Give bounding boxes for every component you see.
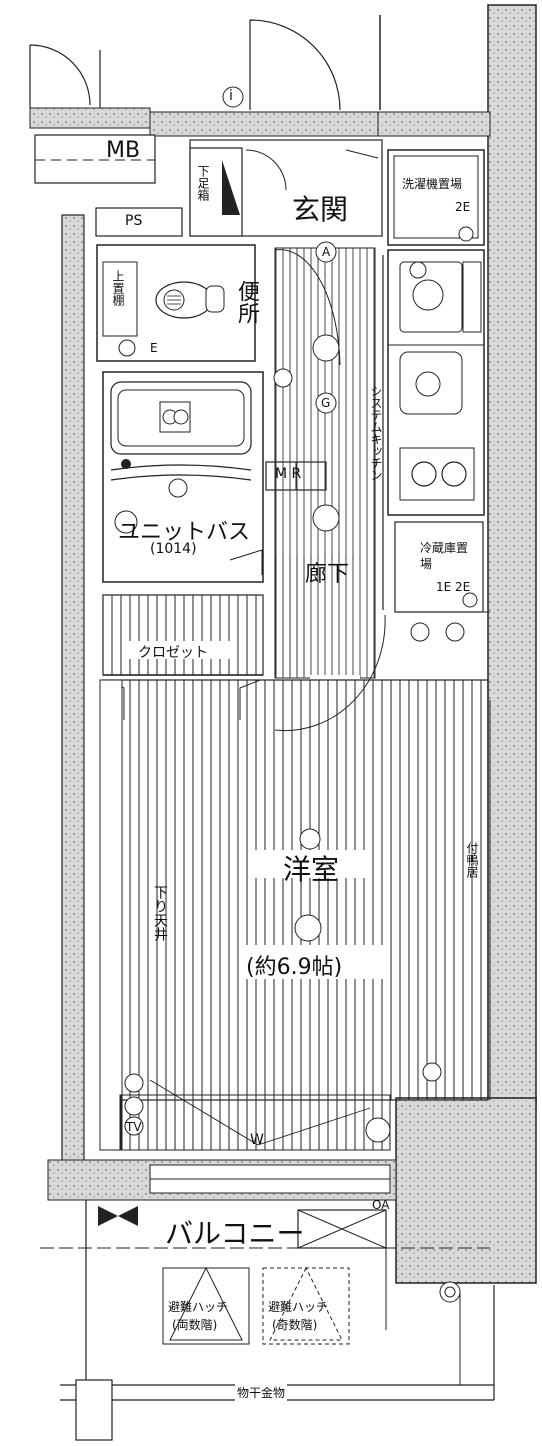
door-swing-mid xyxy=(249,19,341,111)
unit-bath-size: (1014) xyxy=(150,541,197,557)
fridge-tag: 1E 2E xyxy=(436,580,471,594)
info-circle xyxy=(222,86,244,108)
hatch-left-sub: (両数階) xyxy=(172,1318,218,1332)
built-shelf-label: 付鴨居 xyxy=(465,842,479,878)
tv-label: TV xyxy=(126,1120,142,1134)
shoebox-label: 下足箱 xyxy=(196,165,210,201)
western-room-label: 洋室 xyxy=(283,853,340,886)
genkan-label: 玄関 xyxy=(292,193,349,226)
western-room-floor xyxy=(102,679,489,1101)
valve-symbol xyxy=(98,1206,118,1226)
toilet-e-label: E xyxy=(150,341,158,355)
oa-label: OA xyxy=(372,1198,390,1212)
ps-label: PS xyxy=(125,213,143,229)
ps-box xyxy=(95,207,183,237)
door-swing-left xyxy=(29,44,91,108)
exterior-wall-corner xyxy=(395,1097,537,1284)
mb-label: MB xyxy=(106,138,141,163)
corridor-label: 廊下 xyxy=(305,562,350,587)
unit-bath-label: ユニットバス xyxy=(118,520,251,545)
upper-shelf-label: 上置棚 xyxy=(111,270,125,306)
railing-label: 物干金物 xyxy=(235,1384,288,1401)
g-mark: G xyxy=(321,396,331,410)
closet-label: クロゼット xyxy=(138,645,208,661)
wall-top-left xyxy=(29,107,151,129)
washer-tag: 2E xyxy=(455,200,471,214)
ceiling-light-a xyxy=(315,241,337,263)
mb-box xyxy=(34,134,156,184)
shoebox xyxy=(189,147,243,237)
hatch-right-sub: (奇数階) xyxy=(272,1318,318,1332)
exterior-wall-left xyxy=(61,214,85,1166)
gas-g xyxy=(315,392,337,414)
balcony-label: バルコニー xyxy=(165,1217,305,1250)
wall-top-mid xyxy=(149,111,399,137)
a-mark: A xyxy=(322,245,331,259)
w-mark: W xyxy=(250,1132,264,1148)
kitchen-label: システムキッチン xyxy=(369,385,383,481)
hatch-left-label: 避難ハッチ xyxy=(168,1300,229,1314)
closet-area xyxy=(102,594,264,676)
toilet-label: 便所 xyxy=(234,280,259,324)
info-mark: i xyxy=(229,88,233,104)
washer-label: 洗濯機置場 xyxy=(402,177,463,191)
fridge-label: 冷蔵庫置場 xyxy=(420,541,469,571)
hatch-right-label: 避難ハッチ xyxy=(268,1300,329,1314)
hatch-left xyxy=(162,1267,250,1345)
hatch-right xyxy=(262,1267,350,1345)
exterior-wall-right xyxy=(487,4,537,1106)
mr-label: M R xyxy=(275,466,302,482)
room-size-label: (約6.9帖) xyxy=(246,955,343,980)
wall-top-right xyxy=(377,111,491,137)
lowered-ceiling-label: 下り天井 xyxy=(152,885,168,941)
